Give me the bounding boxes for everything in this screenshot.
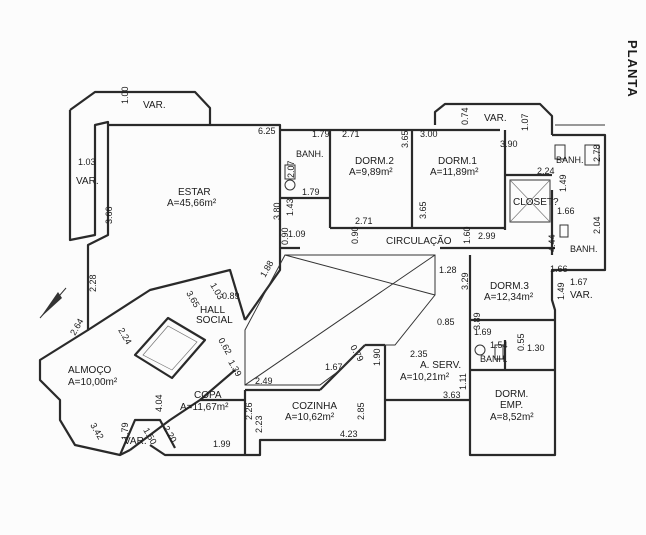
dim: 2.23	[254, 415, 264, 433]
dim: 2.71	[342, 129, 360, 139]
dim: 3.80	[272, 202, 282, 220]
dim: 0.90	[280, 227, 290, 245]
label-banh-4: BANH.	[480, 354, 508, 364]
dim: 1.79	[120, 422, 130, 440]
label-var-top: VAR.	[143, 100, 166, 111]
dim: 2.28	[88, 274, 98, 292]
dim: 1.07	[520, 113, 530, 131]
room-cozinha-area: A=10,62m²	[285, 412, 335, 423]
dim: 0.90	[350, 226, 360, 244]
dim: 1.49	[558, 174, 568, 192]
room-circulacao-name: CIRCULAÇÃO	[386, 234, 452, 247]
dim: 3.29	[460, 272, 470, 290]
interior-walls	[87, 124, 605, 455]
dim: 1.66	[550, 264, 568, 274]
label-banh-3: BANH.	[570, 244, 598, 254]
secondary-labels: VAR. VAR. VAR. VAR. VAR. BANH. BANH. BAN…	[76, 100, 598, 447]
bathroom-fixtures	[284, 144, 600, 360]
dim: 3.90	[500, 139, 518, 149]
dim: 2.35	[410, 349, 428, 359]
dim: 0.74	[460, 107, 470, 125]
dim: 1.00	[120, 86, 130, 104]
room-hall-name: HALL	[200, 305, 225, 316]
dim: 3.63	[443, 390, 461, 400]
sheet-title: PLANTA	[625, 40, 640, 98]
dim: 4.04	[154, 394, 164, 412]
dim: 1.11	[458, 373, 468, 390]
exterior-walls	[38, 90, 607, 457]
dim: 1.67	[325, 362, 343, 372]
dim: 2.24	[537, 166, 555, 176]
dim: 1.79	[312, 129, 330, 139]
dim: 0.89	[222, 291, 240, 301]
elevator-shaft	[133, 316, 207, 380]
room-aserv-name: A. SERV.	[420, 360, 461, 371]
dim: 1.66	[557, 206, 575, 216]
north-arrow-icon	[39, 287, 67, 319]
room-dorm3-name: DORM.3	[490, 281, 529, 292]
room-estar-name: ESTAR	[178, 187, 211, 198]
room-aserv-area: A=10,21m²	[400, 372, 450, 383]
dim: 1.30	[527, 343, 545, 353]
room-copa-name: COPA	[194, 390, 222, 401]
dim: 3.00	[420, 129, 438, 139]
dim: 0.55	[516, 333, 526, 351]
room-dormemp-area: A=8,52m²	[490, 412, 534, 423]
room-dorm1-area: A=11,89m²	[430, 167, 479, 178]
dim: 1.99	[213, 439, 231, 449]
room-dormemp-sub: EMP.	[500, 400, 523, 411]
dim: 2.26	[244, 402, 254, 420]
dim: 0.85	[437, 317, 455, 327]
room-copa-area: A=11,67m²	[180, 402, 229, 413]
dim: 1.43	[285, 198, 295, 216]
dim: 3.65	[400, 130, 410, 148]
dim: 1.54	[490, 340, 508, 350]
dim: 1.49	[556, 282, 566, 300]
dim: 1.67	[570, 277, 588, 287]
room-almoco-area: A=10,00m²	[68, 377, 118, 388]
central-void	[244, 254, 436, 386]
room-dorm2-name: DORM.2	[355, 156, 394, 167]
room-estar-area: A=45,66m²	[167, 198, 217, 209]
label-var-bottom: VAR.	[124, 436, 147, 447]
dim: 1.69	[474, 327, 492, 337]
dim: 4.44	[547, 234, 557, 252]
dim: 2.49	[255, 376, 273, 386]
room-closet-name: CLOSET?	[513, 197, 559, 208]
dim: 6.25	[258, 126, 276, 136]
dim: 1.90	[372, 348, 382, 366]
room-cozinha-name: COZINHA	[292, 401, 337, 412]
dim: 1.79	[302, 187, 320, 197]
dim: 1.28	[439, 265, 457, 275]
room-almoco-name: ALMOÇO	[68, 365, 112, 376]
closet-outline	[509, 179, 551, 223]
dim: 1.03	[78, 157, 96, 167]
label-banh-2: BANH.	[556, 155, 584, 165]
room-hall-sub: SOCIAL	[196, 315, 233, 326]
dim: 2.04	[592, 216, 602, 234]
dim: 2.85	[356, 402, 366, 420]
dim: 1.60	[462, 226, 472, 244]
label-banh-1: BANH.	[296, 149, 324, 159]
dim: 3.89	[472, 312, 482, 330]
label-var-topright: VAR.	[484, 113, 507, 124]
dim: 3.65	[418, 201, 428, 219]
dim: 2.78	[592, 144, 602, 162]
dim: 2.07	[286, 160, 296, 178]
dim: 2.99	[478, 231, 496, 241]
room-dorm3-area: A=12,34m²	[484, 292, 534, 303]
dim: 2.71	[355, 216, 373, 226]
room-dorm2-area: A=9,89m²	[349, 167, 393, 178]
dim: 4.23	[340, 429, 358, 439]
dim: 1.09	[288, 229, 306, 239]
label-var-right: VAR.	[570, 290, 593, 301]
dim: 3.66	[104, 206, 114, 224]
room-dormemp-name: DORM.	[495, 389, 528, 400]
label-var-left: VAR.	[76, 176, 99, 187]
room-labels: ESTAR A=45,66m² DORM.2 A=9,89m² DORM.1 A…	[68, 156, 559, 423]
room-dorm1-name: DORM.1	[438, 156, 477, 167]
